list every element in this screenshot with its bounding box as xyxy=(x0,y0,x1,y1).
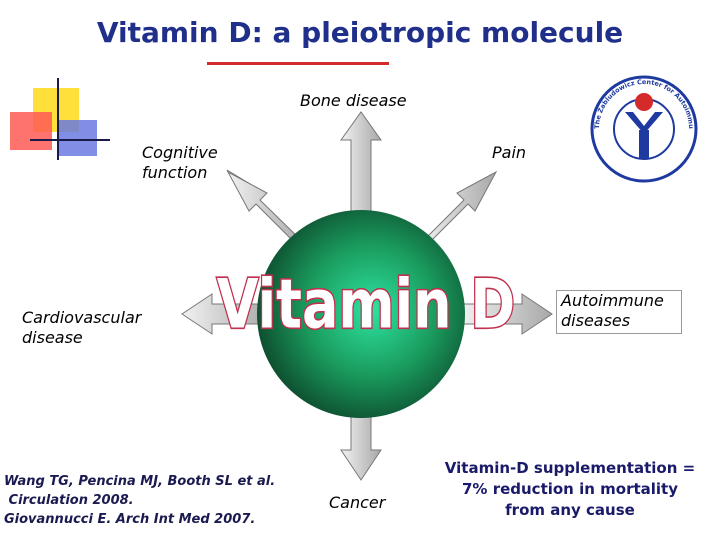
label-cardiovascular-disease: Cardiovascular disease xyxy=(22,308,141,348)
label-bone-disease: Bone disease xyxy=(300,91,407,110)
label-autoimmune-line1: Autoimmune xyxy=(561,291,664,310)
citation-line2: Circulation 2008. xyxy=(4,493,134,508)
label-cardio-line1: Cardiovascular xyxy=(22,308,142,327)
arrow-upper-right xyxy=(419,170,498,249)
mortality-note: Vitamin-D supplementation = 7% reduction… xyxy=(428,458,712,521)
label-autoimmune-line2: diseases xyxy=(561,311,631,330)
center-logo: The Zabludowicz Center for Autoimmune Di… xyxy=(585,70,698,183)
title-underline xyxy=(207,62,389,65)
note-line2: 7% reduction in mortality xyxy=(462,480,678,498)
slide-title: Vitamin D: a pleiotropic molecule xyxy=(96,16,624,49)
label-cardio-line2: disease xyxy=(22,328,83,347)
label-cognitive-line2: function xyxy=(142,163,208,182)
note-line3: from any cause xyxy=(505,501,635,519)
citation-line3: Giovannucci E. Arch Int Med 2007. xyxy=(4,512,256,527)
label-cancer: Cancer xyxy=(329,493,386,512)
logo-dot xyxy=(635,93,653,111)
label-cognitive-function: Cognitive function xyxy=(142,143,218,183)
vitamin-d-sphere xyxy=(257,210,465,418)
corner-square-blue xyxy=(57,120,97,156)
note-line1: Vitamin-D supplementation = xyxy=(444,459,696,477)
citation-block: Wang TG, Pencina MJ, Booth SL et al. Cir… xyxy=(4,472,275,529)
label-cognitive-line1: Cognitive xyxy=(142,143,218,162)
corner-decoration xyxy=(10,78,110,160)
corner-square-red xyxy=(10,112,52,150)
label-pain: Pain xyxy=(492,143,527,162)
arrow-right xyxy=(459,293,553,335)
center-label: Vitamin D xyxy=(217,266,515,344)
label-autoimmune-diseases: Autoimmune diseases xyxy=(556,290,682,334)
citation-line1: Wang TG, Pencina MJ, Booth SL et al. xyxy=(4,474,276,489)
logo-y-stem xyxy=(639,130,649,158)
logo-y-mark xyxy=(625,112,663,134)
